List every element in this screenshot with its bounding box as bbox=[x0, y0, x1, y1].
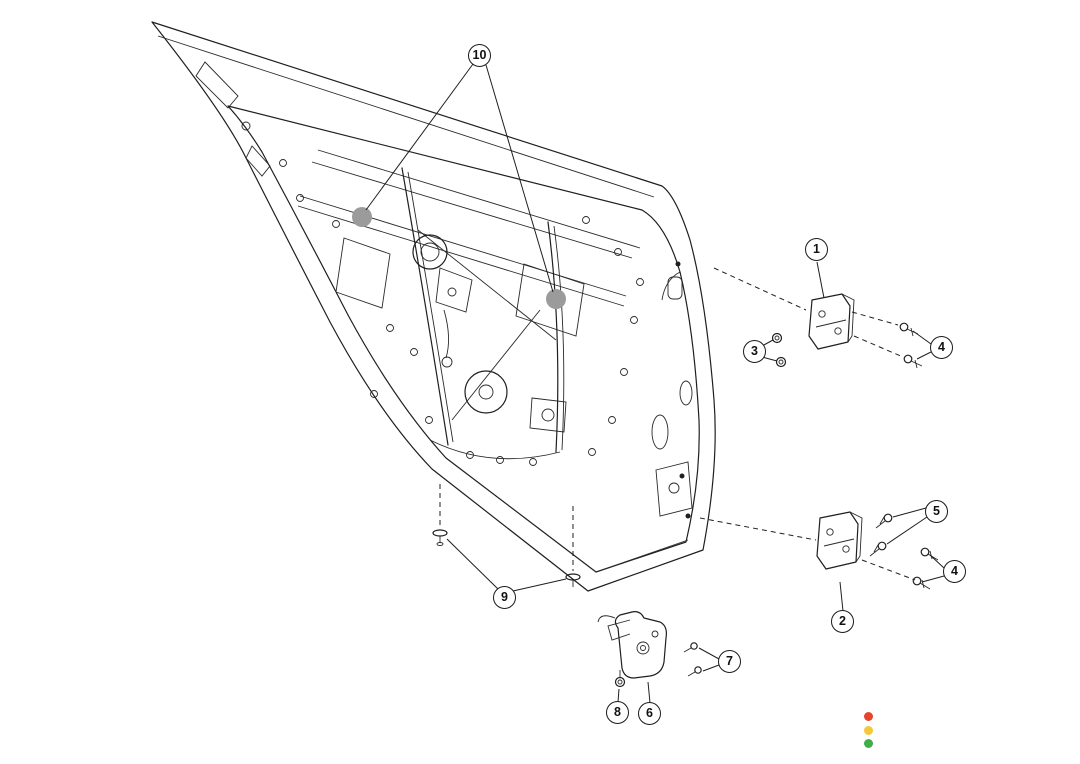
lower-hinge-bolts bbox=[869, 513, 939, 590]
grommet-markers bbox=[352, 207, 566, 309]
upper-hinge-axis-lines bbox=[713, 267, 904, 358]
inner-panel-openings bbox=[335, 237, 693, 517]
lower-hinge-axis-lines bbox=[699, 517, 916, 581]
door-clips bbox=[432, 484, 581, 587]
upper-hinge-nuts bbox=[771, 332, 787, 368]
door-latch bbox=[597, 611, 667, 679]
callout-leader-lines bbox=[365, 63, 945, 704]
window-slot-and-beam bbox=[297, 149, 641, 307]
callout-7[interactable]: 7 bbox=[718, 650, 741, 673]
door-outline bbox=[151, 21, 716, 592]
callout-6[interactable]: 6 bbox=[638, 702, 661, 725]
callout-4-lower[interactable]: 4 bbox=[943, 560, 966, 583]
status-indicator bbox=[864, 712, 873, 748]
latch-bolt bbox=[614, 670, 626, 688]
callout-2[interactable]: 2 bbox=[831, 610, 854, 633]
status-dot-red[interactable] bbox=[864, 712, 873, 721]
status-dot-green[interactable] bbox=[864, 739, 873, 748]
callout-3[interactable]: 3 bbox=[743, 340, 766, 363]
window-regulator bbox=[401, 167, 565, 460]
panel-holes bbox=[279, 159, 691, 519]
latch-screws bbox=[683, 642, 702, 677]
callout-4-upper[interactable]: 4 bbox=[930, 336, 953, 359]
callout-1[interactable]: 1 bbox=[805, 238, 828, 261]
callout-10[interactable]: 10 bbox=[468, 44, 491, 67]
callout-8[interactable]: 8 bbox=[606, 701, 629, 724]
callout-5[interactable]: 5 bbox=[925, 500, 948, 523]
status-dot-yellow[interactable] bbox=[864, 725, 873, 735]
lower-hinge bbox=[816, 511, 863, 570]
callout-9[interactable]: 9 bbox=[493, 586, 516, 609]
upper-hinge bbox=[808, 293, 855, 350]
upper-hinge-bolts bbox=[899, 322, 923, 369]
